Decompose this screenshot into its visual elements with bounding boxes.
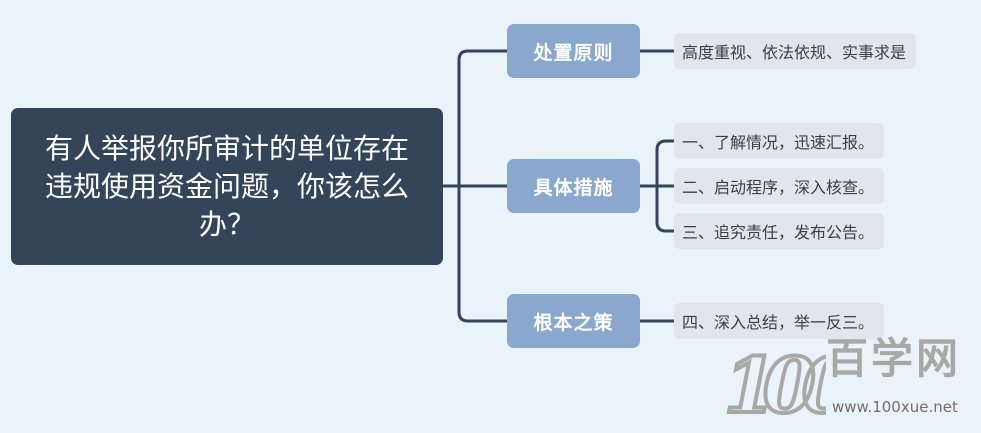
root-topic-text: 有人举报你所审计的单位存在违规使用资金问题，你该怎么办？	[44, 131, 409, 241]
leaf-measures-2[interactable]: 二、启动程序，深入核查。	[674, 168, 885, 204]
branch-principles[interactable]: 处置原则	[507, 24, 640, 78]
connector-leaf-2-1	[638, 139, 676, 188]
leaf-fundamental-1[interactable]: 四、深入总结，举一反三。	[674, 303, 885, 339]
connector-branch-1	[457, 49, 509, 188]
connector-leaf-2-3	[655, 184, 676, 233]
branch-label: 具体措施	[533, 176, 614, 199]
watermark-logo: 100	[722, 339, 826, 428]
leaf-measures-1[interactable]: 一、了解情况，迅速汇报。	[674, 123, 885, 159]
leaf-text: 高度重视、依法依规、实事求是	[682, 43, 907, 62]
branch-measures[interactable]: 具体措施	[507, 159, 640, 213]
connector-branch-3	[457, 184, 509, 323]
leaf-text: 四、深入总结，举一反三。	[682, 313, 875, 332]
root-topic[interactable]: 有人举报你所审计的单位存在违规使用资金问题，你该怎么办？	[11, 108, 443, 265]
branch-label: 处置原则	[533, 41, 614, 64]
leaf-text: 一、了解情况，迅速汇报。	[682, 133, 875, 152]
leaf-measures-3[interactable]: 三、追究责任，发布公告。	[674, 213, 885, 249]
watermark-name: 百学网	[826, 334, 962, 383]
leaf-principles-1[interactable]: 高度重视、依法依规、实事求是	[674, 33, 917, 69]
leaf-text: 三、追究责任，发布公告。	[682, 223, 875, 242]
watermark-url: www.100xue.net	[832, 398, 958, 416]
watermark-number: 100	[724, 341, 826, 428]
leaf-text: 二、启动程序，深入核查。	[682, 178, 875, 197]
branch-fundamental[interactable]: 根本之策	[507, 294, 640, 348]
branch-label: 根本之策	[533, 311, 614, 334]
